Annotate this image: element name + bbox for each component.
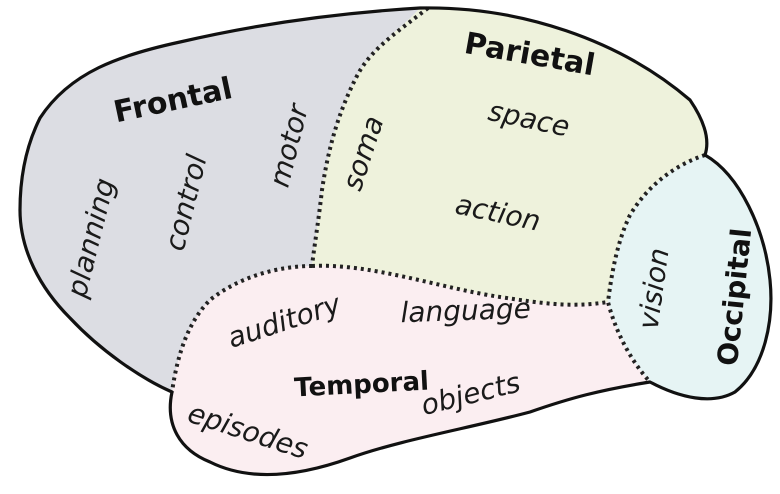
brain-outline (18, 6, 773, 477)
temporal-lobe-region (170, 265, 650, 475)
parietal-lobe-region (312, 7, 707, 305)
frontal-lobe-region (20, 8, 420, 392)
temporal-upper-boundary (170, 264, 313, 393)
temporal-function-language: language (400, 292, 531, 330)
temporal-title: Temporal (294, 367, 430, 404)
occipital-lobe-region (608, 155, 771, 399)
parietal-temporal-boundary (311, 263, 609, 307)
occipital-boundary (605, 153, 706, 384)
